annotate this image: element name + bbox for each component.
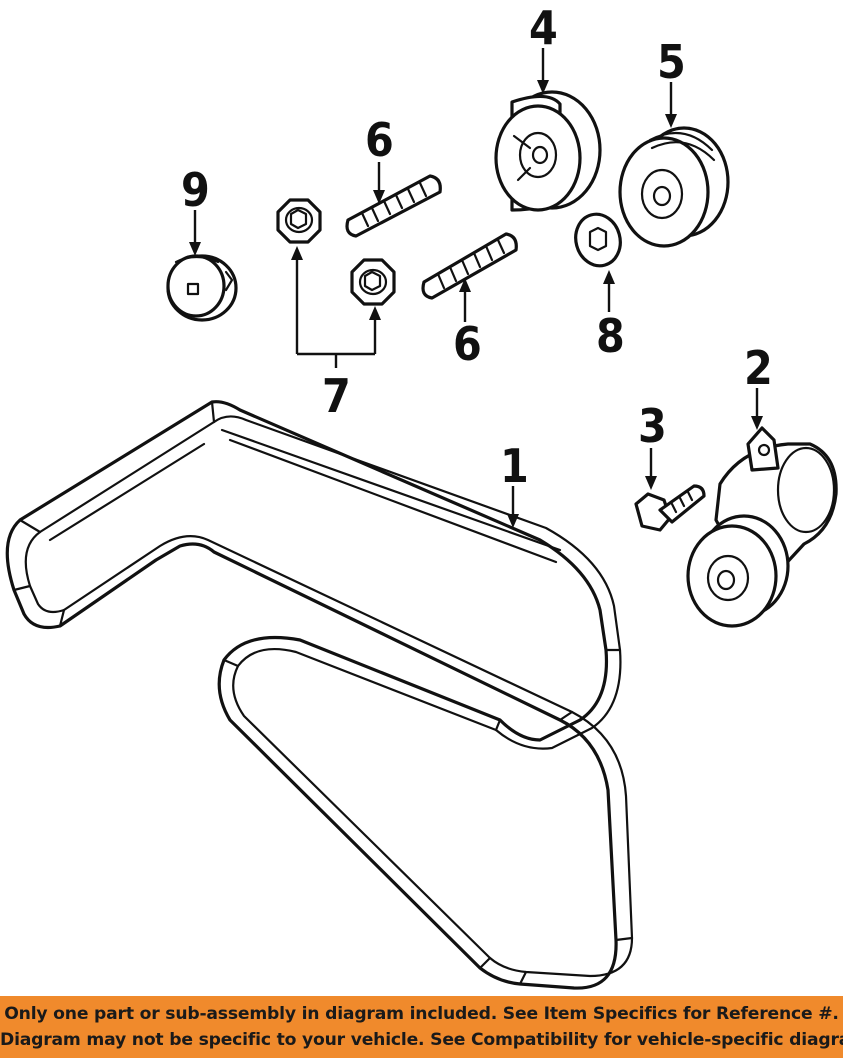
disclaimer-line-1: Only one part or sub-assembly in diagram… (4, 1004, 839, 1024)
callout-9: 9 (181, 163, 210, 217)
callout-5: 5 (657, 35, 686, 89)
callout-1: 1 (500, 439, 529, 493)
part-4-idler-pulley (494, 90, 602, 212)
part-7-nut-lower (350, 258, 396, 306)
callout-7: 7 (322, 369, 351, 423)
part-5-grooved-pulley (618, 126, 730, 248)
callout-6-lower: 6 (453, 317, 482, 371)
leader-lines (189, 48, 763, 528)
callout-8: 8 (596, 309, 625, 363)
part-3-bolt (634, 484, 706, 532)
callout-2: 2 (744, 341, 773, 395)
part-6-stud-lower (421, 232, 518, 300)
part-8-washer (574, 212, 622, 268)
part-2-tensioner (686, 426, 838, 628)
disclaimer-banner: Only one part or sub-assembly in diagram… (0, 996, 843, 1058)
part-9-cap (166, 254, 238, 322)
part-7-nut-upper (276, 198, 322, 244)
callout-6-upper: 6 (365, 113, 394, 167)
part-6-stud-upper (345, 174, 442, 238)
callout-3: 3 (638, 399, 667, 453)
disclaimer-line-2: Diagram may not be specific to your vehi… (0, 1030, 843, 1050)
parts-diagram: 9 6 6 4 5 8 7 3 2 1 (5, 1, 838, 990)
part-1-serpentine-belt (5, 400, 634, 990)
callout-4: 4 (529, 1, 558, 55)
